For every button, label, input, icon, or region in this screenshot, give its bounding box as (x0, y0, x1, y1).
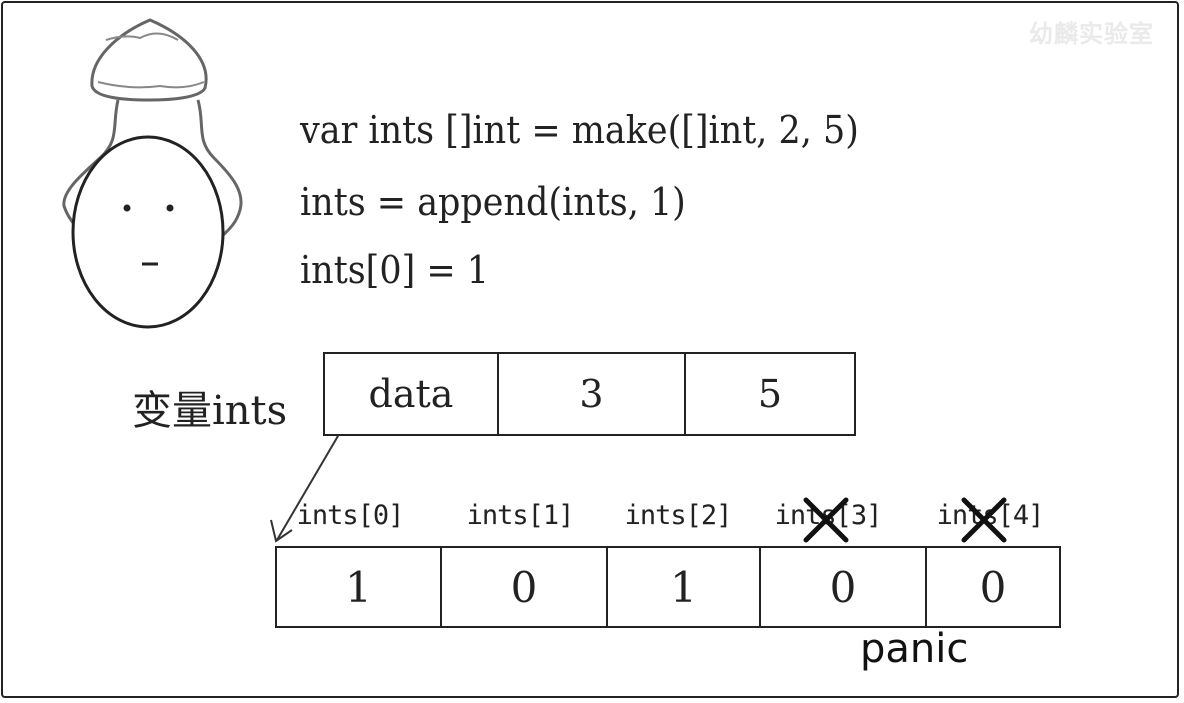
index-label-1: ints[1] (466, 500, 575, 531)
hair-bun (90, 18, 208, 102)
array-cell-0: 1 (345, 562, 372, 612)
index-label-2: ints[2] (624, 500, 733, 531)
code-line-append: ints = append(ints, 1) (300, 180, 686, 224)
array-cell-1: 0 (440, 548, 606, 626)
variable-label: 变量ints (132, 388, 288, 434)
array-cell-3: 0 (759, 548, 925, 626)
array-cell-2: 1 (606, 548, 759, 626)
slice-data-field: data (368, 372, 454, 416)
code-line-assign: ints[0] = 1 (300, 248, 489, 292)
slice-cap-field: 5 (684, 354, 854, 434)
panic-label: panic (860, 626, 969, 672)
index-label-0: ints[0] (296, 500, 405, 531)
code-line-make: var ints []int = make([]int, 2, 5) (300, 108, 859, 152)
slice-len-field: 3 (497, 354, 684, 434)
right-eye (166, 204, 174, 212)
slice-header: data 3 5 (323, 352, 856, 436)
cross-mark-icon (961, 497, 1007, 543)
left-eye (123, 204, 131, 212)
watermark: 幼麟实验室 (1029, 20, 1154, 48)
underlying-array: 1 0 1 0 0 (275, 546, 1061, 628)
cross-mark-icon (803, 497, 849, 543)
data-pointer-arrow (270, 423, 346, 543)
face (71, 135, 225, 329)
array-cell-4: 0 (925, 548, 1059, 626)
